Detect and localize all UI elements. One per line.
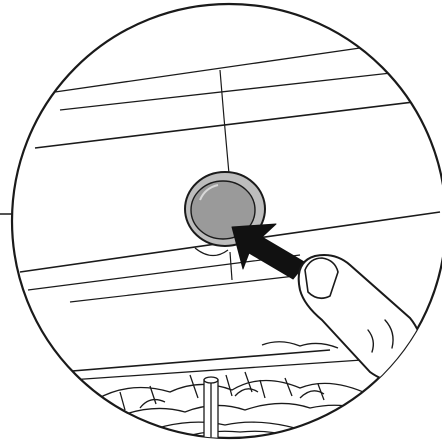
- top-panel-lines: [34, 47, 431, 186]
- detail-content: [19, 47, 441, 438]
